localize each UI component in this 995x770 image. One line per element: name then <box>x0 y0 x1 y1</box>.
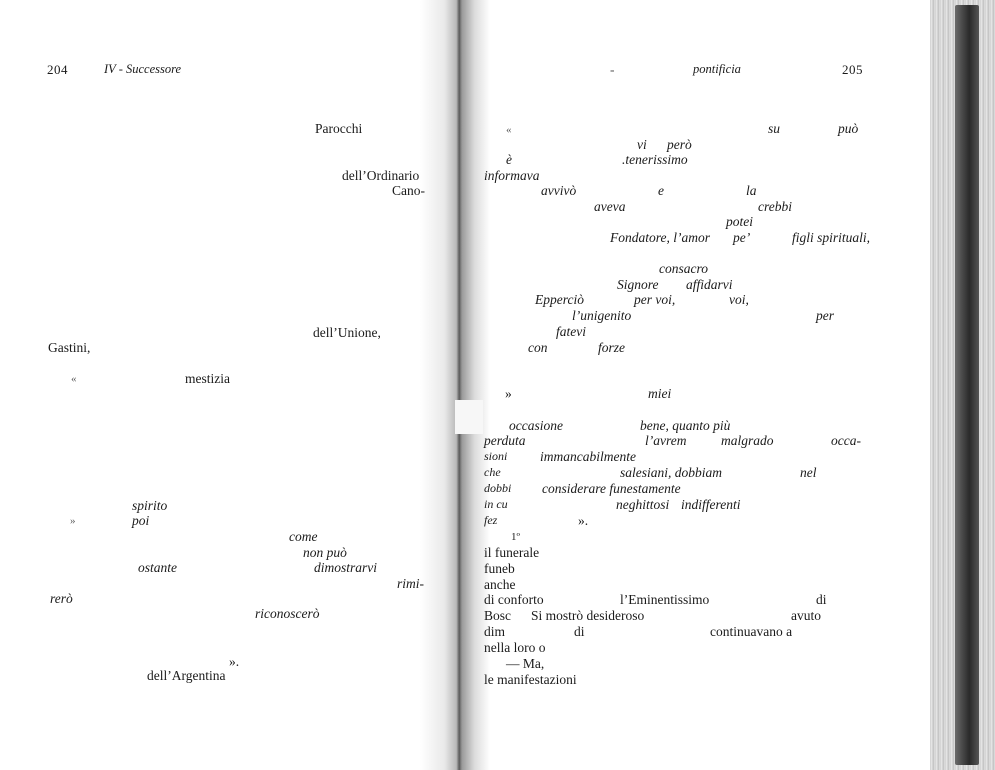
text-fragment: di conforto <box>484 592 544 607</box>
left-running-head: IV - Successore <box>104 62 182 76</box>
text-fragment: immancabilmente <box>540 449 636 464</box>
left-page-number: 204 <box>47 62 68 77</box>
text-fragment: vi <box>637 137 647 152</box>
text-fragment: può <box>838 121 859 136</box>
text-fragment: consacro <box>659 261 708 276</box>
text-fragment: Bosc <box>484 608 511 623</box>
text-fragment: poi <box>132 513 150 528</box>
text-fragment: la <box>746 183 757 198</box>
text-fragment: Parocchi <box>315 121 363 136</box>
text-fragment: perduta <box>484 433 526 448</box>
text-fragment: l’Eminentissimo <box>620 592 710 607</box>
text-fragment: non può <box>303 545 347 560</box>
text-fragment: dim <box>484 624 506 639</box>
text-fragment: occa- <box>831 433 861 448</box>
text-fragment: potei <box>726 214 753 229</box>
text-fragment: per voi, <box>634 292 676 307</box>
text-fragment: considerare funestamente <box>542 481 681 496</box>
left-page <box>0 0 445 770</box>
text-fragment: dobbi <box>484 481 512 495</box>
text-fragment: pe’ <box>733 230 751 245</box>
text-fragment: però <box>667 137 692 152</box>
text-fragment: » <box>70 515 76 527</box>
text-fragment: bene, quanto più <box>640 418 731 433</box>
text-fragment: continuavano a <box>710 624 793 639</box>
text-fragment: avvivò <box>541 183 577 198</box>
text-fragment: di <box>816 592 827 607</box>
text-fragment: informava <box>484 168 540 183</box>
text-fragment: per <box>816 308 834 323</box>
text-fragment: Cano- <box>392 183 425 198</box>
text-fragment: Gastini, <box>48 340 91 355</box>
right-running-head: pontificia <box>693 62 741 76</box>
text-fragment: crebbi <box>758 199 792 214</box>
text-fragment: » <box>505 386 512 401</box>
text-fragment: ostante <box>138 560 177 575</box>
text-fragment: figli spirituali, <box>792 230 871 245</box>
text-fragment: con <box>528 340 548 355</box>
text-fragment: occasione <box>509 418 563 433</box>
text-fragment: dell’Ordinario <box>342 168 420 183</box>
text-fragment: sioni <box>484 449 508 463</box>
right-page <box>455 0 935 770</box>
text-fragment: dell’Argentina <box>147 668 226 683</box>
text-fragment: voi, <box>729 292 749 307</box>
text-fragment: 1º <box>511 531 520 543</box>
book-spine-edge <box>955 5 979 765</box>
text-fragment: è <box>506 152 512 167</box>
text-fragment: miei <box>648 386 672 401</box>
text-fragment: e <box>658 183 664 198</box>
text-fragment: l’unigenito <box>572 308 632 323</box>
text-fragment: .tenerissimo <box>622 152 688 167</box>
text-fragment: nella loro o <box>484 640 546 655</box>
text-fragment: di <box>574 624 585 639</box>
text-fragment: fez <box>484 513 498 527</box>
text-fragment: « <box>506 124 512 136</box>
text-fragment: malgrado <box>721 433 774 448</box>
text-fragment: Fondatore, l’amor <box>610 230 710 245</box>
text-fragment: il funerale <box>484 545 540 560</box>
right-page-number: 205 <box>842 62 863 77</box>
text-fragment: spirito <box>132 498 168 513</box>
gutter-patch <box>455 400 483 434</box>
text-fragment: — Ma, <box>506 656 545 671</box>
text-fragment: neghittosi <box>616 497 670 512</box>
text-fragment: forze <box>598 340 625 355</box>
book-gutter <box>420 0 490 770</box>
text-fragment: Signore <box>617 277 659 292</box>
text-fragment: mestizia <box>185 371 230 386</box>
text-fragment: anche <box>484 577 516 592</box>
text-fragment: rimi- <box>397 576 424 591</box>
text-fragment: funeb <box>484 561 515 576</box>
text-fragment: che <box>484 465 501 479</box>
text-fragment: avuto <box>791 608 821 623</box>
text-fragment: aveva <box>594 199 626 214</box>
text-fragment: Epperciò <box>535 292 584 307</box>
text-fragment: dimostrarvi <box>314 560 378 575</box>
text-fragment: su <box>768 121 781 136</box>
text-fragment: le manifestazioni <box>484 672 577 687</box>
text-fragment: « <box>71 373 77 385</box>
text-fragment: Si mostrò desideroso <box>531 608 645 623</box>
text-fragment: affidarvi <box>686 277 733 292</box>
text-fragment: nel <box>800 465 817 480</box>
running-head-dash: - <box>610 62 615 77</box>
text-fragment: in cu <box>484 497 508 511</box>
text-fragment: dell’Unione, <box>313 325 381 340</box>
text-fragment: indifferenti <box>681 497 741 512</box>
text-fragment: riconoscerò <box>255 606 320 621</box>
text-fragment: salesiani, dobbiam <box>620 465 723 480</box>
text-fragment: rerò <box>50 591 73 606</box>
text-fragment: l’avrem <box>645 433 687 448</box>
text-fragment: ». <box>229 654 240 669</box>
text-fragment: ». <box>578 513 589 528</box>
text-fragment: fatevi <box>556 324 586 339</box>
text-fragment: come <box>289 529 318 544</box>
